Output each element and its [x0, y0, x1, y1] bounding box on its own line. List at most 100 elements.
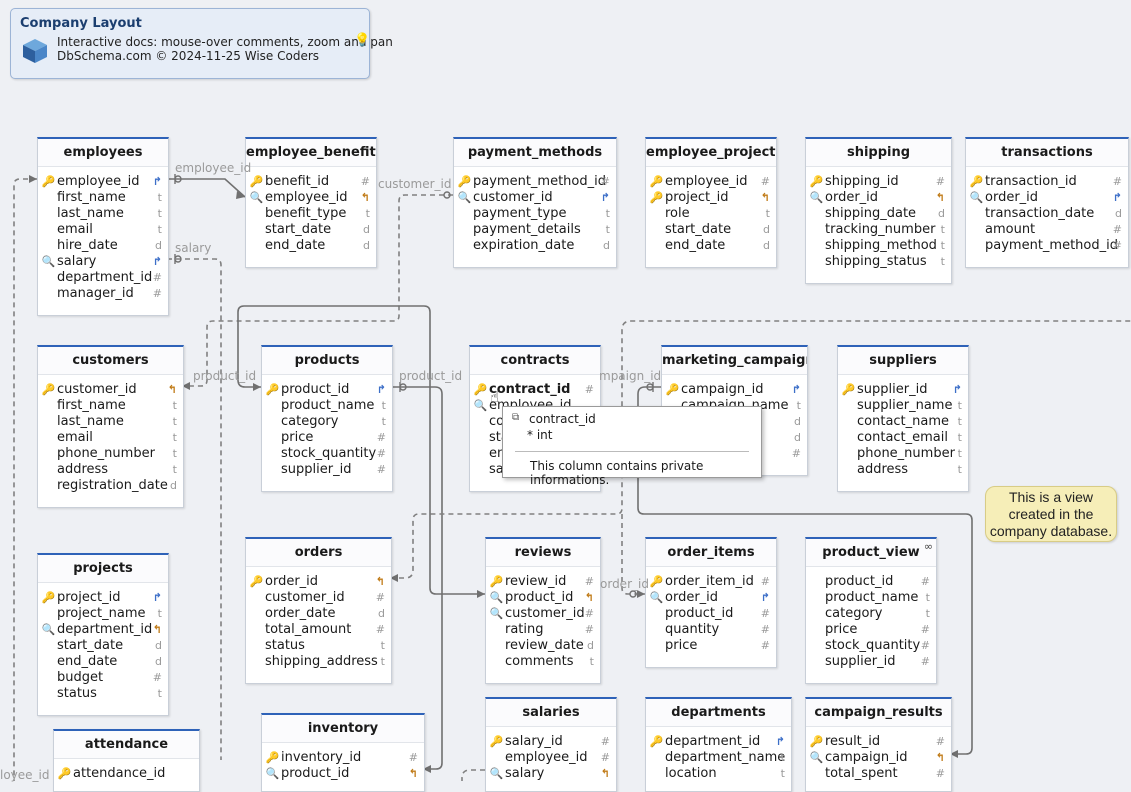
column-row[interactable]: 🔑shipping_id#: [806, 174, 951, 190]
column-row[interactable]: 🔍salary↱: [38, 254, 168, 270]
table-header[interactable]: contracts: [470, 347, 600, 375]
table-header[interactable]: reviews: [486, 539, 600, 567]
column-row[interactable]: price#: [806, 622, 936, 638]
table-salaries[interactable]: salaries🔑salary_id#employee_id#🔍salary↰: [485, 697, 617, 792]
column-row[interactable]: department_id#: [38, 270, 168, 286]
column-row[interactable]: rating#: [486, 622, 600, 638]
table-header[interactable]: departments: [646, 699, 791, 727]
column-row[interactable]: supplier_id#: [262, 462, 392, 478]
table-header[interactable]: inventory: [262, 715, 424, 743]
column-row[interactable]: #: [662, 446, 807, 462]
column-row[interactable]: en: [470, 446, 600, 462]
table-header[interactable]: customers: [38, 347, 183, 375]
column-row[interactable]: total_spent#: [806, 766, 951, 782]
table-header[interactable]: products: [262, 347, 392, 375]
column-row[interactable]: 🔑project_id↰: [646, 190, 776, 206]
column-row[interactable]: 🔍order_id↱: [646, 590, 776, 606]
column-row[interactable]: 🔑department_id↱: [646, 734, 791, 750]
table-header[interactable]: transactions: [966, 139, 1128, 167]
column-row[interactable]: 🔑customer_id↰: [38, 382, 183, 398]
table-header[interactable]: salaries: [486, 699, 616, 727]
column-row[interactable]: product_id#: [646, 606, 776, 622]
table-reviews[interactable]: reviews🔑review_id#🔍product_id↰🔍customer_…: [485, 537, 601, 684]
column-row[interactable]: 🔑employee_id↱: [38, 174, 168, 190]
column-row[interactable]: 🔑product_id↱: [262, 382, 392, 398]
column-row[interactable]: d: [662, 414, 807, 430]
column-row[interactable]: 🔑order_item_id#: [646, 574, 776, 590]
table-header[interactable]: employee_projects: [646, 139, 776, 167]
column-row[interactable]: 🔑inventory_id#: [262, 750, 424, 766]
column-row[interactable]: product_id#: [806, 574, 936, 590]
table-employee-benefits[interactable]: employee_benefits🔑benefit_id#🔍employee_i…: [245, 137, 377, 268]
table-header[interactable]: campaign_results: [806, 699, 951, 727]
column-row[interactable]: stock_quantity#: [806, 638, 936, 654]
column-row[interactable]: 🔑payment_method_id#: [454, 174, 616, 190]
column-row[interactable]: sa: [470, 462, 600, 478]
column-row[interactable]: 🔑employee_id#: [646, 174, 776, 190]
column-row[interactable]: 🔍customer_id↱: [454, 190, 616, 206]
column-row[interactable]: price#: [646, 638, 776, 654]
table-header[interactable]: employees: [38, 139, 168, 167]
column-row[interactable]: 🔑supplier_id↱: [838, 382, 968, 398]
table-header[interactable]: marketing_campaigns: [662, 347, 807, 375]
table-header[interactable]: employee_benefits: [246, 139, 376, 167]
column-row[interactable]: 🔍department_id↰: [38, 622, 168, 638]
column-row[interactable]: quantity#: [646, 622, 776, 638]
table-order-items[interactable]: order_items🔑order_item_id#🔍order_id↱prod…: [645, 537, 777, 668]
column-row[interactable]: 🔑transaction_id#: [966, 174, 1128, 190]
column-row[interactable]: 🔍product_id↰: [262, 766, 424, 782]
column-row[interactable]: 🔑benefit_id#: [246, 174, 376, 190]
table-inventory[interactable]: inventory 🔑inventory_id#🔍product_id↰: [261, 713, 425, 792]
column-row[interactable]: 🔑campaign_id↱: [662, 382, 807, 398]
column-row[interactable]: supplier_id#: [806, 654, 936, 670]
column-row[interactable]: 🔍campaign_id↰: [806, 750, 951, 766]
column-row[interactable]: co: [470, 414, 600, 430]
column-row[interactable]: 🔍salary↰: [486, 766, 616, 782]
lightbulb-icon[interactable]: 💡: [354, 33, 371, 48]
column-row[interactable]: customer_id#: [246, 590, 391, 606]
table-header[interactable]: attendance: [54, 731, 199, 759]
column-row[interactable]: stock_quantity#: [262, 446, 392, 462]
column-row[interactable]: budget#: [38, 670, 168, 686]
table-departments[interactable]: departments 🔑department_id↱department_nam…: [645, 697, 792, 792]
table-header[interactable]: suppliers: [838, 347, 968, 375]
table-header[interactable]: projects: [38, 555, 168, 583]
table-payment-methods[interactable]: payment_methods🔑payment_method_id#🔍custo…: [453, 137, 617, 268]
